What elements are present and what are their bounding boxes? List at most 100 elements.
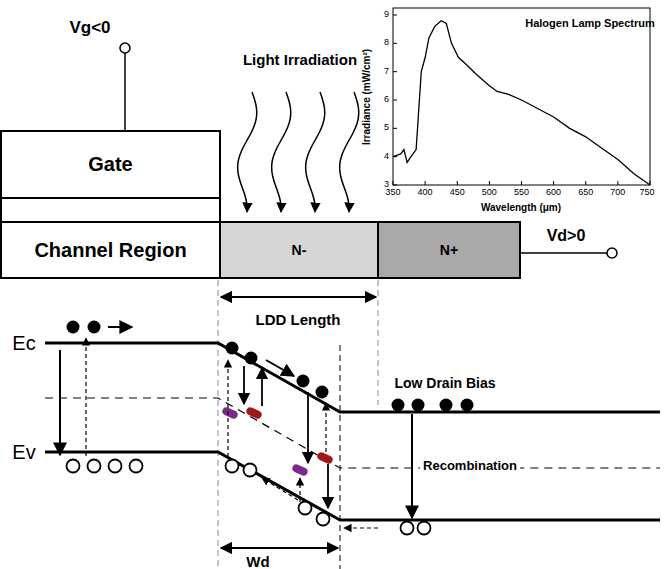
drain-wire	[520, 252, 607, 254]
recombination-arrow	[411, 414, 413, 518]
tick-label: 4	[384, 152, 389, 162]
electron	[226, 342, 239, 355]
electron	[316, 386, 329, 399]
ldd-region: N-	[219, 221, 379, 279]
generation-arrow	[85, 338, 86, 456]
light-rays	[238, 92, 359, 212]
tick-label: 750	[639, 188, 654, 198]
hole	[401, 522, 414, 535]
electron	[245, 352, 258, 365]
ldd-carriers	[221, 342, 378, 529]
hole	[418, 522, 431, 535]
hole	[226, 460, 239, 473]
hole	[88, 460, 101, 473]
axis-tick	[585, 181, 586, 185]
band-label: Ec	[12, 332, 35, 354]
tick-label: 650	[578, 188, 593, 198]
trapping-arrow	[243, 366, 245, 404]
tick-label: 8	[384, 38, 389, 48]
axis-tick	[457, 181, 458, 185]
node-label: N+	[434, 242, 464, 258]
guide-line	[378, 280, 379, 405]
emission-arrow	[325, 403, 326, 452]
dimension-label: LDD Length	[256, 312, 341, 329]
gate-oxide	[1, 197, 220, 223]
hole-drift-arrow	[262, 478, 298, 500]
hole-drift-arrow	[344, 527, 378, 528]
axis-title: Irradiance (mW/cm²)	[361, 49, 372, 145]
axis-tick	[393, 43, 397, 44]
trap-state	[245, 406, 263, 420]
gate-voltage: Vg<0	[69, 19, 110, 38]
tick-label: 400	[418, 188, 433, 198]
condition-label: Low Drain Bias	[394, 376, 495, 391]
electron	[88, 321, 101, 334]
trap-state	[221, 406, 239, 420]
electron	[67, 321, 80, 334]
hole	[67, 460, 80, 473]
light-ray	[272, 92, 291, 212]
tick-label: 600	[546, 188, 561, 198]
axis-title: Wavelength (μm)	[481, 202, 561, 213]
emission-arrow	[299, 478, 300, 502]
chart-frame	[393, 8, 650, 185]
axis-tick	[393, 100, 397, 101]
axis-tick	[425, 181, 426, 185]
conduction-band	[45, 343, 660, 412]
electron	[392, 399, 405, 412]
gate-terminal	[120, 43, 130, 53]
ldd-length-arrow	[221, 296, 376, 298]
trapping-arrow	[307, 392, 309, 463]
electron	[412, 399, 425, 412]
trapping-arrow	[327, 464, 329, 508]
valence-band	[45, 452, 660, 520]
tick-label: 700	[610, 188, 625, 198]
axis-tick	[553, 181, 554, 185]
process-label: Recombination	[420, 459, 520, 473]
axis-tick	[617, 181, 618, 185]
tick-label: 350	[385, 188, 400, 198]
depletion-width-arrow	[221, 547, 338, 549]
hole	[130, 460, 143, 473]
axis-tick	[393, 71, 397, 72]
drain-region: N+	[377, 221, 521, 279]
tick-label: 550	[514, 188, 529, 198]
gate-wire	[124, 53, 126, 131]
hole	[299, 502, 312, 515]
axis-tick	[393, 185, 397, 186]
trap-state	[316, 451, 334, 465]
tick-label: 500	[482, 188, 497, 198]
drain-terminal	[607, 248, 617, 258]
guide-line	[218, 280, 219, 569]
spectrum-chart	[393, 8, 650, 185]
light-ray	[238, 92, 257, 212]
channel-region: Channel Region	[0, 221, 221, 279]
tick-label: 9	[384, 10, 389, 20]
electron	[297, 375, 310, 388]
chart-title: Halogen Lamp Spectrum	[525, 17, 655, 29]
generation-arrow	[227, 360, 228, 457]
tick-label: 7	[384, 67, 389, 77]
band-label: Ev	[12, 441, 35, 463]
tick-label: 6	[384, 95, 389, 105]
tick-label: 5	[384, 123, 389, 133]
node-label: N-	[286, 242, 313, 258]
axis-tick	[393, 128, 397, 129]
trap-state	[291, 463, 309, 477]
dimension-label: Wd	[246, 554, 269, 569]
hole	[317, 513, 330, 526]
axis-tick	[393, 15, 397, 16]
electron	[440, 399, 453, 412]
drift-arrow	[266, 360, 294, 376]
light-ray	[340, 92, 359, 212]
hole	[244, 464, 257, 477]
recombination-arrow	[59, 350, 61, 455]
axis-tick	[521, 181, 522, 185]
drain-voltage: Vd>0	[547, 227, 586, 245]
gate-electrode: Gate	[0, 130, 221, 199]
light-label: Light Irradiation	[243, 52, 357, 69]
emission-arrow	[261, 368, 263, 406]
hole	[109, 460, 122, 473]
